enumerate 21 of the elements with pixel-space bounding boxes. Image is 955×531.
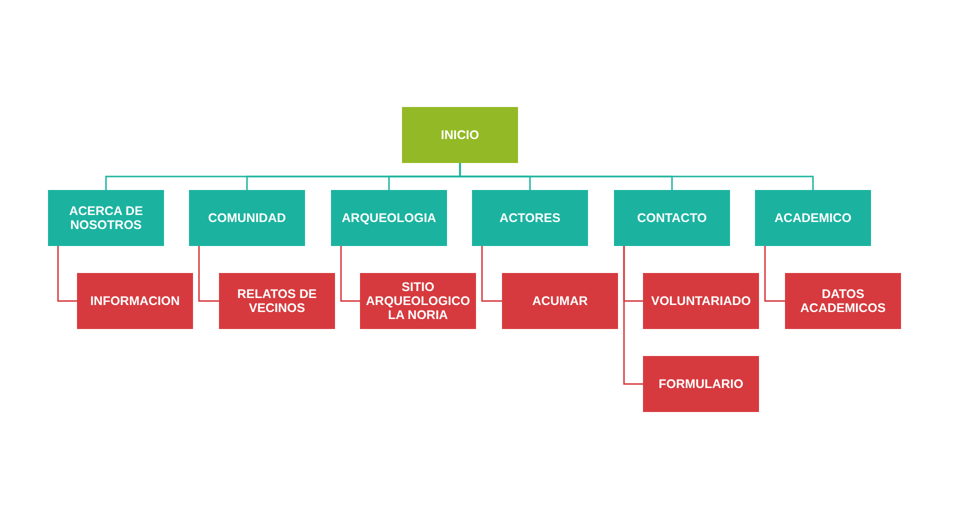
connector-line: [57, 246, 77, 302]
connector-line: [198, 246, 219, 302]
submenu-box: DATOS ACADEMICOS: [785, 273, 901, 329]
submenu-box: ACUMAR: [502, 273, 618, 329]
menu-section-box: ACTORES: [472, 190, 588, 246]
submenu-box: FORMULARIO: [643, 356, 759, 412]
menu-section-box: ARQUEOLOGIA: [331, 190, 447, 246]
submenu-box: VOLUNTARIADO: [643, 273, 759, 329]
submenu-box: RELATOS DE VECINOS: [219, 273, 335, 329]
submenu-box: INFORMACION: [77, 273, 193, 329]
connector-line: [481, 246, 502, 302]
menu-section-box: ACADEMICO: [755, 190, 871, 246]
connector-line: [764, 246, 785, 302]
menu-section-box: COMUNIDAD: [189, 190, 305, 246]
connector-line: [340, 246, 360, 302]
connector-line: [623, 246, 643, 385]
menu-section-box: CONTACTO: [614, 190, 730, 246]
root-menu-box: INICIO: [402, 107, 518, 163]
submenu-box: SITIO ARQUEOLOGICO LA NORIA: [360, 273, 476, 329]
menu-section-box: ACERCA DE NOSOTROS: [48, 190, 164, 246]
connector-line: [459, 163, 814, 190]
